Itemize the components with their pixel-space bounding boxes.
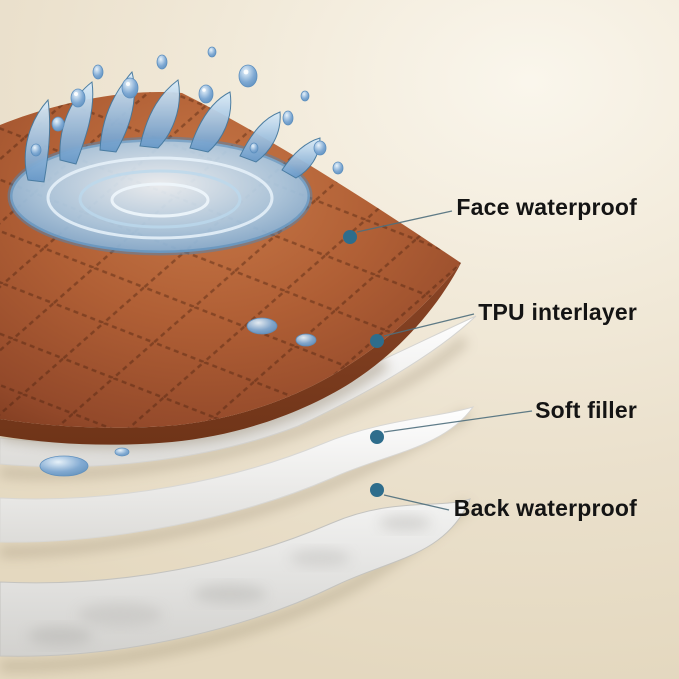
pointer-dot-back bbox=[370, 483, 384, 497]
label-back-waterproof: Back waterproof bbox=[453, 495, 637, 521]
pointer-dots bbox=[343, 230, 384, 497]
label-soft-filler: Soft filler bbox=[535, 397, 637, 423]
leader-line-face bbox=[356, 210, 453, 233]
tpu-layer-shadow bbox=[0, 336, 469, 479]
flying-droplets bbox=[30, 46, 344, 175]
label-tpu-interlayer: TPU interlayer bbox=[478, 299, 637, 325]
leader-line-filler bbox=[383, 410, 533, 433]
pointer-dot-filler bbox=[370, 430, 384, 444]
surface-droplets bbox=[39, 317, 317, 477]
leader-line-tpu bbox=[383, 313, 475, 337]
fabric-underside-edge bbox=[0, 263, 461, 445]
pointer-dot-face bbox=[343, 230, 357, 244]
soft-filler-layer bbox=[0, 406, 475, 543]
pointer-dot-tpu bbox=[370, 334, 384, 348]
back-waterproof-layer bbox=[0, 498, 471, 657]
water-splash bbox=[7, 46, 344, 256]
leader-line-back bbox=[383, 494, 450, 511]
leader-lines bbox=[356, 210, 533, 511]
label-face-waterproof: Face waterproof bbox=[456, 194, 637, 220]
